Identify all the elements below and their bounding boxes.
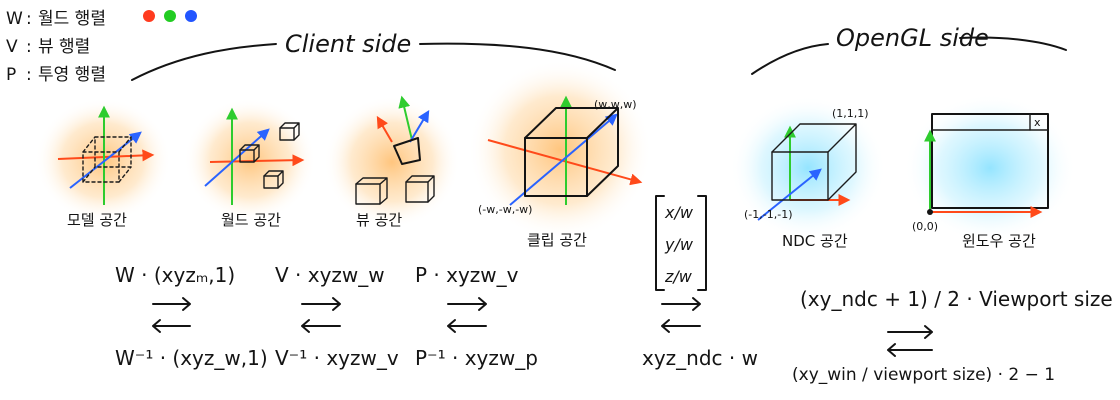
- formula-ndc-window: (xy_ndc + 1) / 2 · Viewport size (xy_win…: [792, 287, 1113, 385]
- ndc-z-axis: [757, 168, 822, 221]
- client-bracket-right: [419, 42, 616, 71]
- window-frame-icon: [931, 113, 1049, 209]
- legend: W : 월드 행렬 V : 뷰 행렬 P : 투영 행렬: [6, 9, 197, 85]
- ndc-cube-icon: [771, 123, 857, 201]
- model-space: 모델 공간: [35, 98, 171, 229]
- window-origin-dot: [927, 209, 933, 215]
- legend-dot-red: [143, 10, 155, 22]
- vector-x-over-w: x/w: [664, 203, 694, 222]
- window-space: x (0,0) 윈도우 공간: [904, 94, 1076, 250]
- formula-world-to-model: W⁻¹ · (xyz_w,1): [115, 346, 268, 370]
- view-space-glow: [324, 96, 460, 228]
- legend-dot-green: [164, 10, 176, 22]
- ndc-space-label: NDC 공간: [782, 232, 848, 250]
- ndc-coord-top: (1,1,1): [832, 107, 869, 120]
- legend-label-view-matrix: 뷰 행렬: [38, 37, 90, 57]
- window-space-glow: [904, 94, 1076, 242]
- clip-coord-top: (w,w,w): [594, 98, 637, 111]
- vector-bracket-right: [697, 195, 707, 291]
- legend-colon-p: :: [26, 65, 32, 85]
- clip-space: (w,w,w) (-w,-w,-w) 클립 공간: [468, 60, 652, 249]
- arrow-left-ndc-clip: [661, 319, 701, 333]
- world-box-3-icon: [263, 170, 284, 189]
- formula-world-view: V · xyzw_w V⁻¹ · xyzw_v: [275, 263, 399, 370]
- client-side-heading: Client side: [285, 30, 411, 58]
- world-space-glow: [184, 98, 316, 222]
- view-box-left-icon: [355, 177, 388, 205]
- world-box-2-icon: [279, 122, 300, 141]
- formula-clip-ndc: xyz_ndc · w: [642, 297, 758, 370]
- formula-world-to-view: V · xyzw_w: [275, 263, 385, 287]
- clip-coord-bottom: (-w,-w,-w): [478, 203, 532, 216]
- view-space-label: 뷰 공간: [356, 211, 402, 229]
- formula-ndc-to-clip: xyz_ndc · w: [642, 346, 758, 370]
- arrow-right-ndc-window: [887, 325, 933, 339]
- perspective-divide-vector: x/w y/w z/w: [655, 195, 707, 291]
- formula-view-to-clip: P · xyzw_v: [415, 263, 519, 287]
- world-space-label: 월드 공간: [221, 211, 281, 229]
- window-close-icon: x: [1034, 116, 1041, 129]
- vector-z-over-w: z/w: [664, 267, 693, 286]
- legend-label-world-matrix: 월드 행렬: [38, 9, 106, 29]
- world-space: 월드 공간: [184, 98, 316, 229]
- arrow-right-view-clip: [447, 297, 487, 311]
- vector-bracket-left: [655, 195, 665, 291]
- client-bracket-left: [131, 43, 277, 81]
- arrow-right-clip-ndc: [661, 297, 701, 311]
- arrow-right-model-world: [152, 297, 191, 311]
- window-space-label: 윈도우 공간: [962, 232, 1036, 250]
- legend-key-w: W: [6, 9, 23, 29]
- arrow-left-world-model: [152, 319, 191, 333]
- arrow-right-world-view: [301, 297, 341, 311]
- formula-view-to-world: V⁻¹ · xyzw_v: [275, 346, 399, 370]
- legend-colon-v: :: [26, 37, 32, 57]
- window-coord-origin: (0,0): [912, 220, 938, 233]
- arrow-left-window-ndc: [887, 343, 933, 357]
- formula-view-clip: P · xyzw_v P⁻¹ · xyzw_p: [415, 263, 538, 370]
- arrow-left-view-world: [301, 319, 341, 333]
- legend-colon-w: :: [26, 9, 32, 29]
- opengl-bracket-left: [751, 43, 829, 75]
- view-z-axis: [409, 109, 430, 143]
- client-side-heading-group: Client side: [131, 30, 616, 81]
- model-cube-icon: [82, 136, 132, 183]
- formula-model-to-world: W · (xyzₘ,1): [115, 263, 235, 287]
- vector-y-over-w: y/w: [664, 235, 694, 254]
- clip-x-axis: [487, 139, 643, 186]
- formula-window-to-ndc: (xy_win / viewport size) · 2 − 1: [792, 365, 1055, 385]
- view-camera-icon: [393, 137, 421, 165]
- clip-space-glow: [468, 60, 652, 240]
- view-box-right-icon: [405, 175, 435, 203]
- model-space-label: 모델 공간: [67, 211, 127, 229]
- clip-cube-icon: [524, 107, 619, 197]
- arrow-left-clip-view: [447, 319, 487, 333]
- legend-key-v: V: [6, 37, 18, 57]
- formula-clip-to-view: P⁻¹ · xyzw_p: [415, 346, 538, 370]
- clip-z-axis: [509, 113, 618, 206]
- opengl-bracket-right: [959, 36, 1067, 51]
- ndc-space: (1,1,1) (-1,-1,-1) NDC 공간: [730, 96, 886, 250]
- world-x-axis: [209, 154, 305, 167]
- view-x-axis: [376, 115, 393, 143]
- view-y-axis: [398, 95, 413, 141]
- formula-model-world: W · (xyzₘ,1) W⁻¹ · (xyz_w,1): [115, 263, 268, 370]
- ndc-coord-bottom: (-1,-1,-1): [744, 208, 792, 221]
- model-z-axis: [69, 131, 142, 189]
- legend-label-projection-matrix: 투영 행렬: [38, 65, 106, 85]
- opengl-side-heading-group: OpenGL side: [751, 24, 1067, 75]
- legend-dot-blue: [185, 10, 197, 22]
- legend-key-p: P: [6, 65, 16, 85]
- world-box-1-icon: [239, 144, 260, 163]
- clip-space-label: 클립 공간: [527, 231, 587, 249]
- view-space: 뷰 공간: [324, 95, 460, 229]
- world-z-axis: [204, 128, 270, 187]
- formula-ndc-to-window: (xy_ndc + 1) / 2 · Viewport size: [800, 287, 1113, 311]
